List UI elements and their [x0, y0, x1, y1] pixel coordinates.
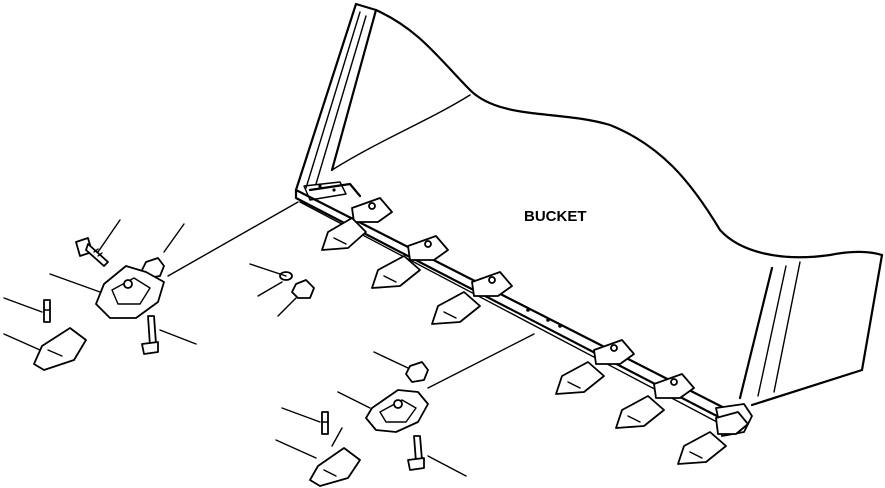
washer-nut-group — [249, 263, 315, 317]
exploded-assembly-bottom — [275, 333, 535, 487]
mounted-tooth-5 — [615, 373, 695, 429]
mounted-tooth-1 — [321, 197, 393, 251]
mounted-tooth-4 — [555, 339, 635, 395]
mounted-tooth-2 — [371, 235, 449, 289]
exploded-assembly-left — [3, 201, 299, 371]
bucket-label: BUCKET — [524, 208, 587, 225]
mounted-tooth-3 — [431, 271, 513, 325]
mounted-tooth-6 — [677, 411, 749, 465]
